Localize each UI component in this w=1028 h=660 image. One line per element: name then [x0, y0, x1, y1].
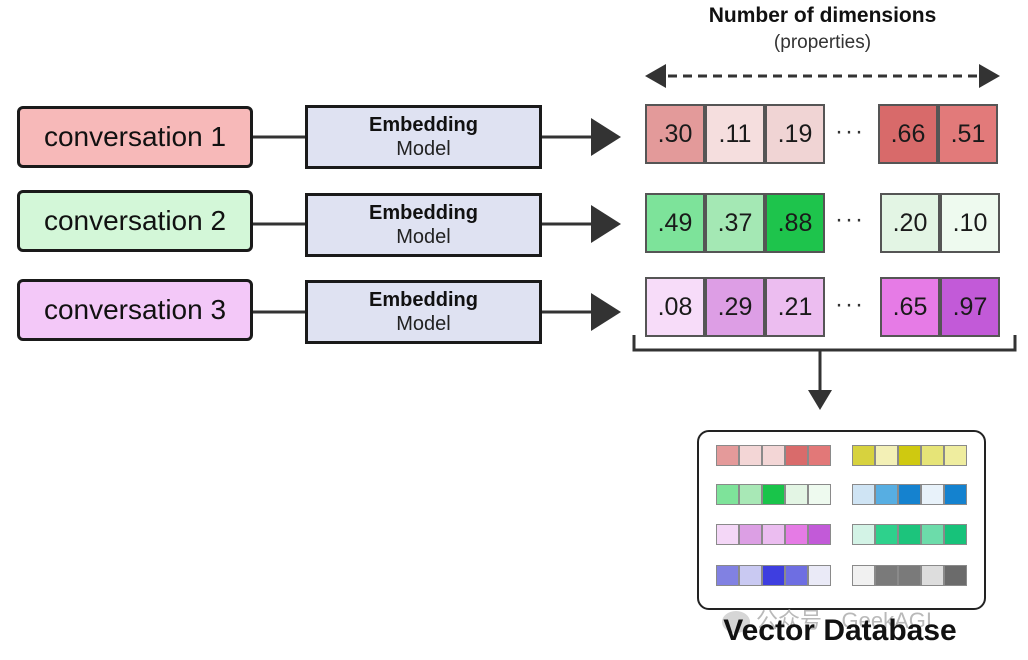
- database-vector-cell: [852, 445, 875, 466]
- database-vector-cell: [921, 484, 944, 505]
- watermark: 公众号 · GeekAGI: [722, 603, 932, 635]
- conversation-1-box: conversation 1: [17, 106, 253, 168]
- database-vector-cell: [739, 484, 762, 505]
- database-vector-cell: [808, 565, 831, 586]
- model-label-line1: Embedding: [369, 114, 478, 136]
- database-vector-cell: [921, 445, 944, 466]
- conversation-2-box: conversation 2: [17, 190, 253, 252]
- database-vector-cell: [785, 445, 808, 466]
- database-vector-cell: [875, 524, 898, 545]
- database-vector-cell: [944, 565, 967, 586]
- database-vector-cell: [739, 445, 762, 466]
- database-vector-cell: [762, 445, 785, 466]
- database-vector-cell: [762, 565, 785, 586]
- model-label-line2: Model: [396, 226, 451, 248]
- database-vector-cell: [875, 484, 898, 505]
- dimensions-title: Number of dimensions: [708, 4, 937, 27]
- database-vector-cell: [762, 484, 785, 505]
- database-vector-cell: [898, 565, 921, 586]
- database-vector-cell: [808, 524, 831, 545]
- database-vector-cell: [808, 484, 831, 505]
- database-vector-cell: [852, 565, 875, 586]
- dimension-arrow: [645, 64, 1000, 88]
- model-label-line1: Embedding: [369, 289, 478, 311]
- database-vector-cell: [739, 524, 762, 545]
- vector-cell: .10: [940, 193, 1000, 253]
- database-vector-cell: [898, 524, 921, 545]
- database-vector-cell: [852, 524, 875, 545]
- row1-connectors: [253, 118, 621, 156]
- database-vector-cell: [898, 484, 921, 505]
- database-vector-cell: [875, 565, 898, 586]
- vector-cell: .97: [940, 277, 1000, 337]
- database-vector-cell: [762, 524, 785, 545]
- database-vector-cell: [785, 565, 808, 586]
- model-label-line2: Model: [396, 313, 451, 335]
- database-vector-cell: [921, 565, 944, 586]
- vector-cell: .49: [645, 193, 705, 253]
- vectors-bracket: [632, 335, 1017, 410]
- vector-cell: .29: [705, 277, 765, 337]
- model-label-line2: Model: [396, 138, 451, 160]
- vector-cell: .51: [938, 104, 998, 164]
- vector-ellipsis: ···: [835, 206, 865, 233]
- database-vector-cell: [944, 445, 967, 466]
- database-vector-cell: [716, 524, 739, 545]
- database-vector-cell: [739, 565, 762, 586]
- vector-cell: .66: [878, 104, 938, 164]
- vector-cell: .08: [645, 277, 705, 337]
- vector-cell: .19: [765, 104, 825, 164]
- database-vector-cell: [921, 524, 944, 545]
- database-vector-cell: [808, 445, 831, 466]
- embedding-model-2: Embedding Model: [305, 193, 542, 257]
- database-vector-cell: [852, 484, 875, 505]
- database-vector-cell: [716, 565, 739, 586]
- vector-cell: .88: [765, 193, 825, 253]
- row2-connectors: [253, 205, 621, 243]
- wechat-icon: [722, 611, 750, 634]
- database-vector-cell: [875, 445, 898, 466]
- database-vector-cell: [716, 445, 739, 466]
- database-vector-cell: [716, 484, 739, 505]
- vector-database-title: Vector Database: [723, 614, 957, 647]
- database-vector-cell: [898, 445, 921, 466]
- database-vector-cell: [785, 484, 808, 505]
- row3-connectors: [253, 293, 621, 331]
- embedding-model-3: Embedding Model: [305, 280, 542, 344]
- vector-cell: .65: [880, 277, 940, 337]
- vector-cell: .20: [880, 193, 940, 253]
- dimensions-subtitle: (properties): [773, 32, 872, 53]
- database-vector-cell: [944, 524, 967, 545]
- model-label-line1: Embedding: [369, 202, 478, 224]
- vector-cell: .30: [645, 104, 705, 164]
- watermark-text: 公众号 · GeekAGI: [756, 608, 933, 633]
- vector-ellipsis: ···: [835, 291, 865, 318]
- vector-ellipsis: ···: [835, 118, 865, 145]
- database-vector-cell: [944, 484, 967, 505]
- vector-cell: .21: [765, 277, 825, 337]
- vector-cell: .11: [705, 104, 765, 164]
- conversation-3-box: conversation 3: [17, 279, 253, 341]
- vector-cell: .37: [705, 193, 765, 253]
- database-vector-cell: [785, 524, 808, 545]
- embedding-model-1: Embedding Model: [305, 105, 542, 169]
